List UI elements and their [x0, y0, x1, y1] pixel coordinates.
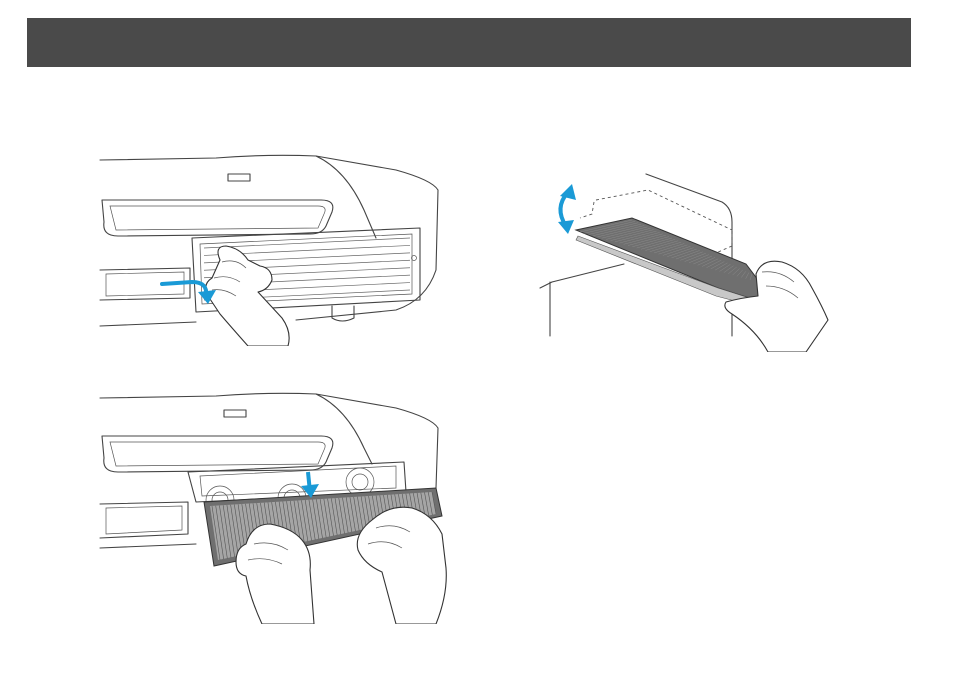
header-bar: [27, 18, 911, 67]
remove-air-filter-illustration: [96, 388, 452, 624]
tap-air-filter-illustration: [536, 170, 832, 352]
open-filter-cover-illustration: [96, 150, 442, 346]
